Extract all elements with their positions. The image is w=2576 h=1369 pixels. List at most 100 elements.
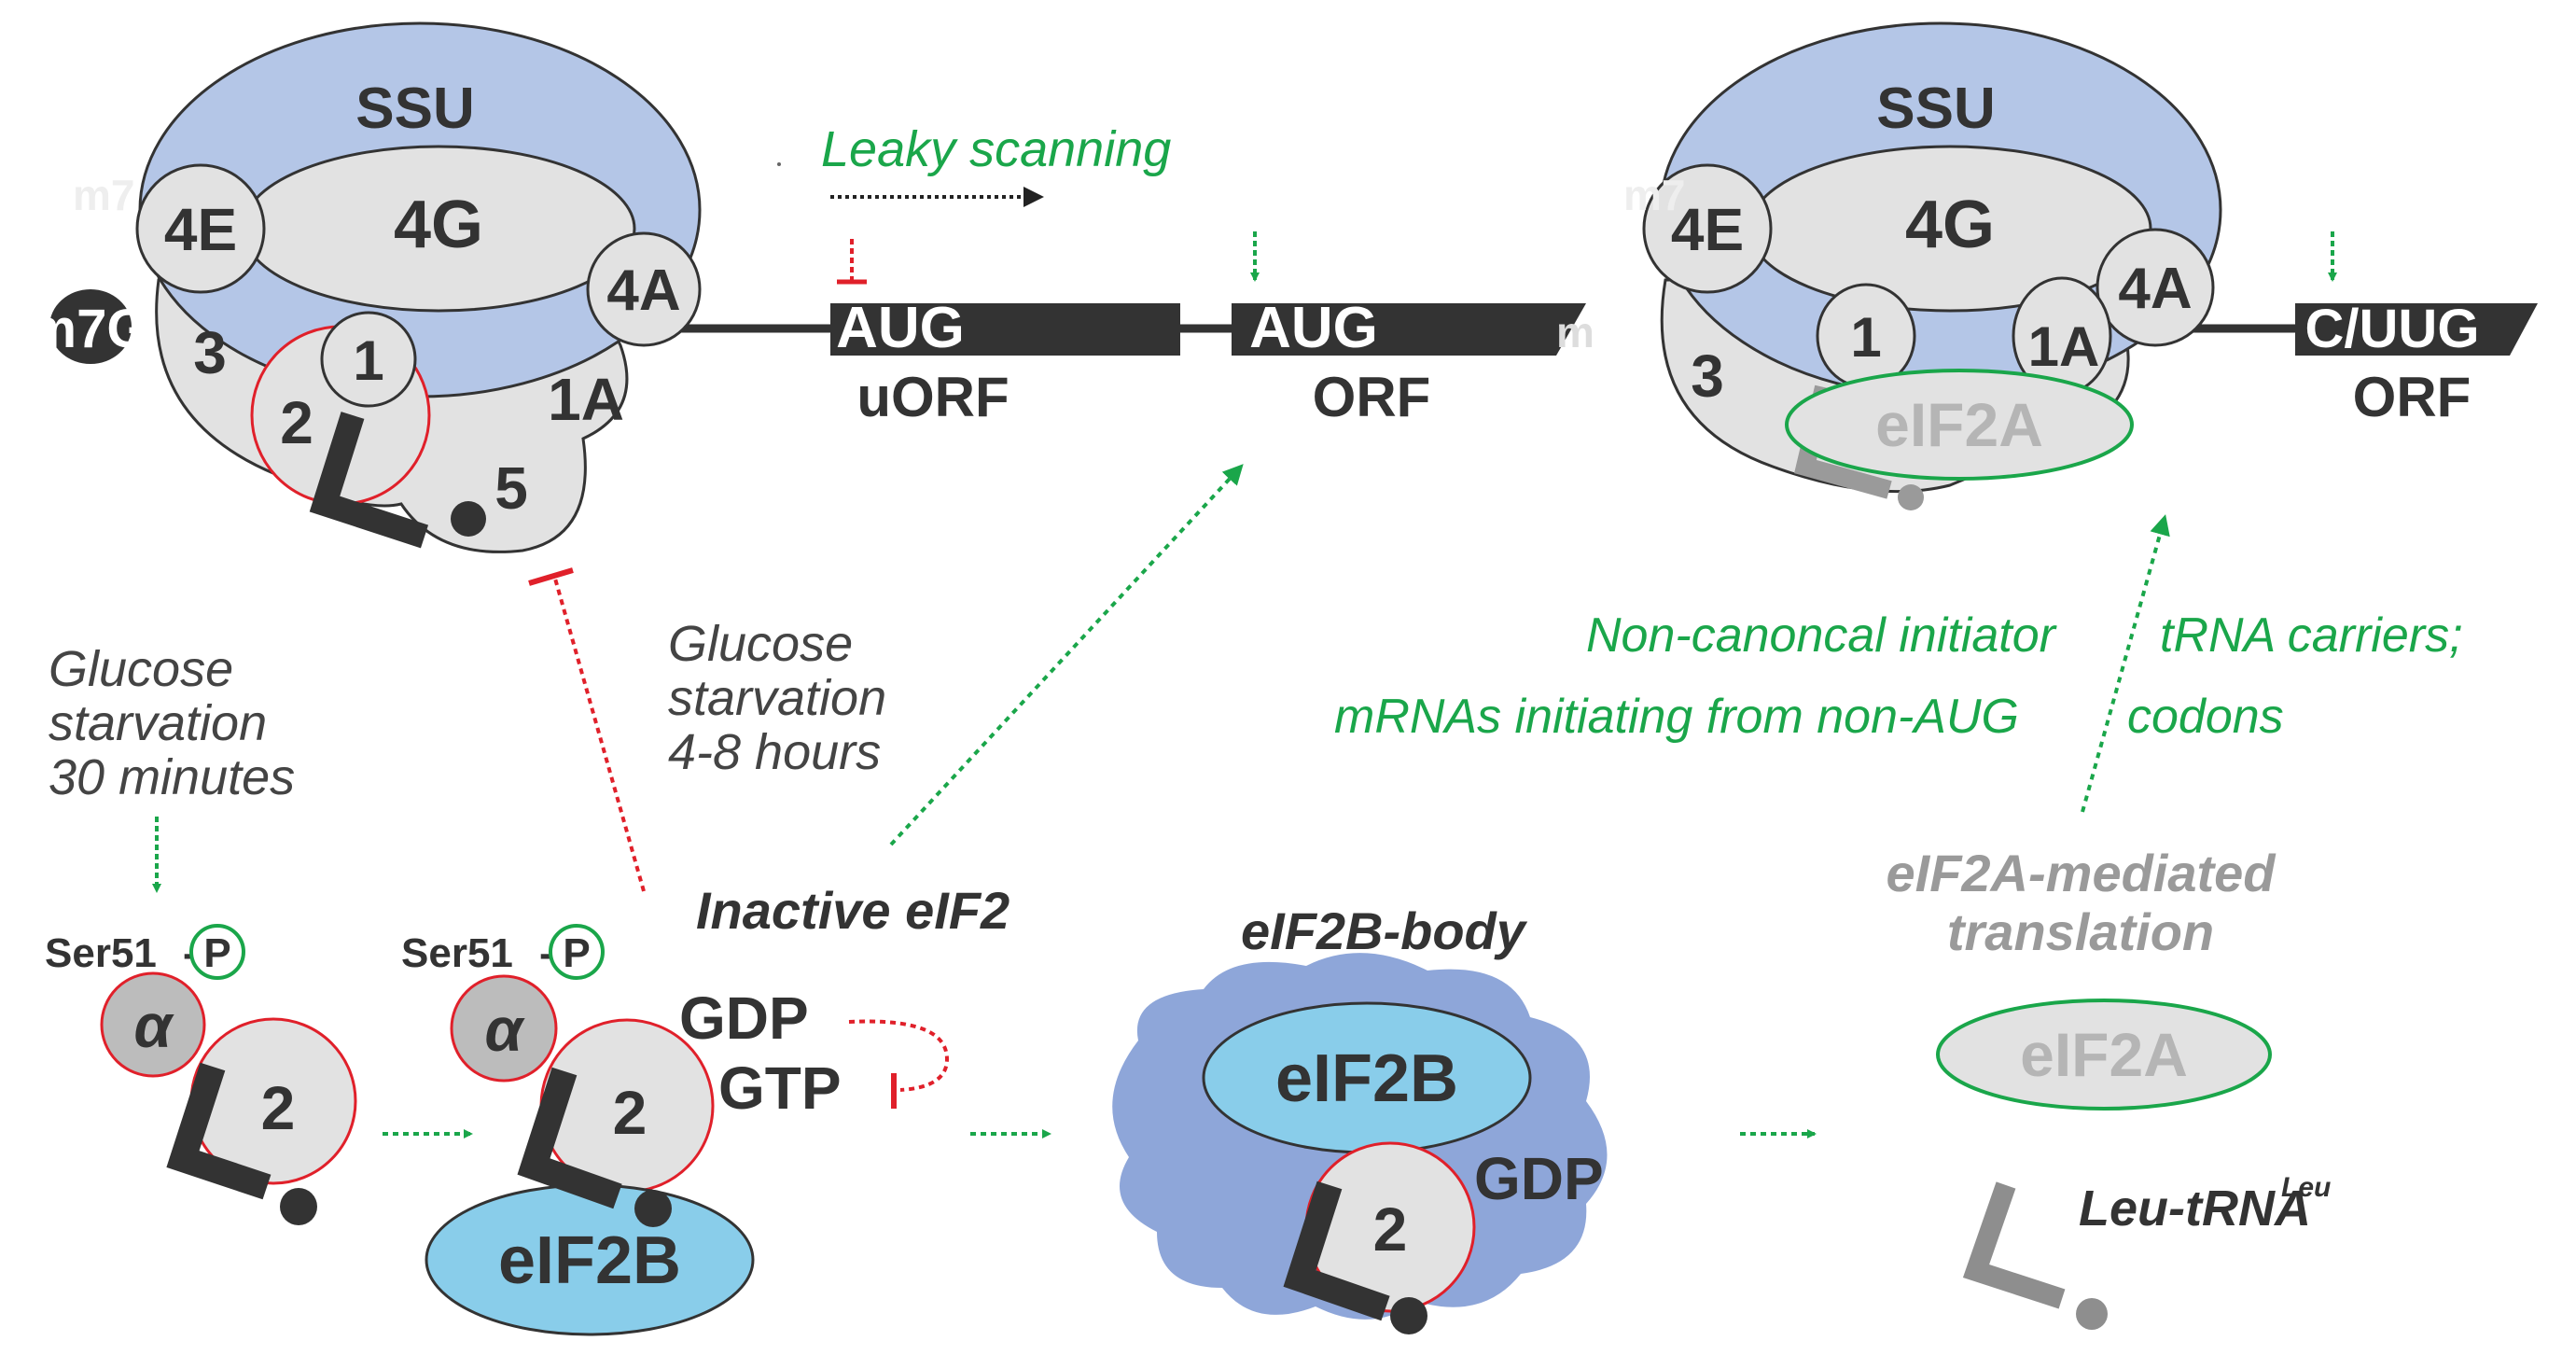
right-eif1-label: 1 (1850, 306, 1881, 369)
ser51-label-2: Ser51 (401, 930, 513, 976)
leu-trna-shape (1962, 1181, 2066, 1309)
cap-faded-label: m7 (73, 171, 134, 219)
ser51-label-1: Ser51 (45, 930, 157, 976)
right-eif4g-label: 4G (1905, 188, 1995, 262)
right-eif4a-circle (2096, 228, 2215, 347)
glucose-30min-line2: starvation (49, 695, 267, 751)
noncanonical-line2a: mRNAs initiating from non-AUG (1334, 690, 2019, 744)
uorf-codon: AUG (836, 296, 965, 360)
left-initiation-complex: SSU 4G 4E 4A 1A 3 2 1 5 m7G m7 (29, 21, 840, 553)
eif2-alpha-circle-2 (450, 974, 558, 1083)
inactive-eif2-inhibition-bar (528, 567, 574, 586)
ser51-dash-2: - (539, 930, 553, 976)
ssu-label: SSU (355, 77, 474, 141)
right-eif4a-label: 4A (2118, 257, 2192, 321)
eif2-label: 2 (280, 389, 313, 456)
gdp-label-1: GDP (679, 985, 809, 1052)
eif2b-body: eIF2B-body eIF2B 2 GDP (1112, 901, 1608, 1334)
free-eif2a-ellipse (1936, 999, 2272, 1111)
met-trna-amino-acid-3 (1390, 1297, 1427, 1334)
phospho-eif2-eif2b-complex: Ser51 - P α 2 eIF2B GDP GTP Inactive eIF… (401, 881, 1010, 1336)
right-orf-bar (2295, 303, 2538, 356)
met-trna-amino-acid-2 (634, 1190, 672, 1227)
uorf-bar (830, 303, 1180, 356)
glucose-30min-line3: 30 minutes (49, 749, 295, 805)
eif2a-mediated-translation: eIF2A-mediated translation eIF2A Leu-tRN… (1887, 844, 2331, 1330)
eif3-label: 3 (193, 319, 227, 386)
free-eif2a-label: eIF2A (2020, 1020, 2188, 1089)
eif4e-label: 4E (164, 196, 237, 263)
cap-m7g-label: m7G (29, 299, 149, 359)
glucose-4-8h-line1: Glucose (668, 616, 853, 672)
glucose-4-8h-line3: 4-8 hours (668, 724, 881, 780)
noncanonical-line1a: Non-canoncal initiator (1586, 608, 2058, 663)
phospho-label-1: P (203, 930, 230, 976)
eif4e-circle (135, 163, 266, 294)
inactive-eif2-label: Inactive eIF2 (696, 881, 1010, 940)
gdp-label-2: GDP (1474, 1145, 1604, 1212)
eif2-alpha-label-2: α (485, 995, 526, 1064)
leu-trna-label: Leu-tRNA (2079, 1180, 2311, 1236)
met-trna-shape-2 (517, 1067, 622, 1209)
gdp-gtp-exchange-line (848, 1019, 950, 1092)
leu-superscript: Leu (2281, 1172, 2331, 1203)
right-eif3-label: 3 (1691, 342, 1724, 410)
eif2-gamma-label-1: 2 (261, 1073, 296, 1142)
right-ssu-label: SSU (1876, 77, 1995, 141)
noncanonical-line1b: tRNA carriers; (2160, 608, 2463, 663)
mediated-line2: translation (1947, 902, 2214, 961)
eif2b-label-1: eIF2B (498, 1223, 681, 1298)
met-trna-shape (309, 412, 429, 549)
glucose-30min-line1: Glucose (49, 641, 233, 697)
right-trna-amino-acid (1898, 484, 1924, 510)
right-eif1a-label: 1A (2028, 315, 2100, 378)
right-orf-label: ORF (2353, 366, 2472, 428)
phospho-circle-1 (189, 924, 245, 980)
phospho-circle-2 (549, 924, 605, 980)
leu-trna-amino-acid (2076, 1298, 2108, 1330)
leaky-scanning-label: Leaky scanning (821, 121, 1171, 177)
eif2-alpha-label-1: α (134, 991, 175, 1060)
uorf-label: uORF (856, 366, 1009, 428)
eif4a-label: 4A (606, 258, 680, 323)
eif2-gamma-label-3: 2 (1373, 1194, 1408, 1264)
eif1-circle (320, 311, 417, 408)
stray-dot (777, 162, 781, 166)
right-initiation-complex: SSU 4G 4E m7 4A 1 1A 3 eIF2A C/UUG ORF (1623, 21, 2538, 510)
cap-m7g-blob (49, 289, 132, 364)
eif2a-translation-arrow (2081, 514, 2170, 813)
eif2-gamma-label-2: 2 (613, 1078, 647, 1147)
inactive-eif2-inhibition-line (553, 578, 646, 892)
gtp-label-1: GTP (718, 1055, 842, 1122)
notes: Glucose starvation 30 minutes Glucose st… (49, 464, 2463, 893)
eif2-alpha-circle-1 (100, 971, 206, 1078)
right-eif4e-circle (1642, 163, 1773, 294)
mediated-line1: eIF2A-mediated (1887, 844, 2277, 902)
right-eif2a-ellipse (1785, 369, 2134, 481)
phospho-label-2: P (563, 930, 590, 976)
right-eif4e-label: 4E (1671, 196, 1744, 263)
met-trna-shape-1 (166, 1062, 272, 1200)
eif2b-body-title: eIF2B-body (1241, 901, 1528, 960)
orf-codon: AUG (1249, 296, 1378, 360)
right-eif2a-label: eIF2A (1875, 390, 2043, 459)
eif1a-label: 1A (548, 366, 624, 433)
eif5-label: 5 (494, 454, 528, 522)
mrna-left: AUG AUG m uORF ORF Leaky scanning (777, 121, 1594, 428)
glucose-4-8h-line2: starvation (668, 670, 886, 726)
right-cap-faded-label: m7 (1623, 171, 1685, 219)
noncanonical-line2b: codons (2127, 690, 2284, 744)
right-orf-codon: C/UUG (2305, 299, 2480, 359)
eif4g-label: 4G (394, 188, 483, 262)
eif4a-circle (586, 231, 702, 347)
tail-faded-label: m (1556, 308, 1594, 356)
eif1-label: 1 (353, 329, 383, 392)
met-trna-amino-acid (451, 501, 486, 537)
orf-bar (1232, 303, 1586, 356)
met-trna-amino-acid-1 (280, 1188, 317, 1225)
orf-label: ORF (1313, 366, 1431, 428)
glucose-4-8h-arrow (889, 464, 1244, 846)
phospho-eif2-first: Ser51 - P α 2 (45, 924, 357, 1225)
